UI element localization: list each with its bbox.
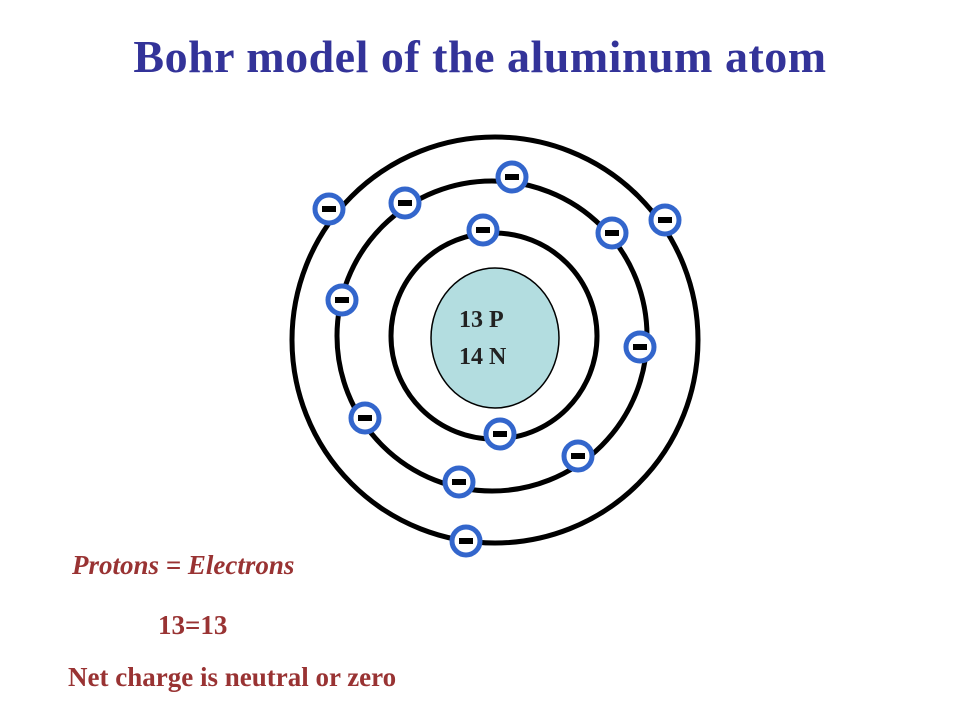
electron-shell-2 — [325, 283, 359, 317]
electron-shell-1 — [483, 417, 517, 451]
minus-icon — [459, 538, 473, 544]
minus-icon — [358, 415, 372, 421]
electron-shell-3 — [449, 524, 483, 558]
minus-icon — [633, 344, 647, 350]
page-title: Bohr model of the aluminum atom — [133, 31, 827, 82]
minus-icon — [658, 217, 672, 223]
minus-icon — [571, 453, 585, 459]
electron-shell-2 — [442, 465, 476, 499]
minus-icon — [335, 297, 349, 303]
minus-icon — [493, 431, 507, 437]
electron-shell-3 — [648, 203, 682, 237]
electron-shell-2 — [388, 186, 422, 220]
minus-icon — [398, 200, 412, 206]
charge-count-caption: 13=13 — [158, 610, 228, 640]
electron-shell-2 — [595, 216, 629, 250]
orbit-outer — [289, 134, 701, 546]
electron-shell-2 — [495, 160, 529, 194]
electron-shell-2 — [623, 330, 657, 364]
nucleus — [430, 267, 560, 409]
minus-icon — [452, 479, 466, 485]
minus-icon — [322, 206, 336, 212]
electrons-group — [312, 160, 682, 558]
net-charge-caption: Net charge is neutral or zero — [68, 662, 397, 692]
nucleus-protons-label: 13 P — [459, 307, 504, 333]
nucleus-neutrons-label: 14 N — [459, 344, 507, 370]
minus-icon — [605, 230, 619, 236]
electron-shell-2 — [348, 401, 382, 435]
minus-icon — [505, 174, 519, 180]
electron-shell-1 — [466, 213, 500, 247]
minus-icon — [476, 227, 490, 233]
protons-equals-electrons-caption: Protons = Electrons — [72, 550, 295, 580]
electron-shell-2 — [561, 439, 595, 473]
electron-shell-3 — [312, 192, 346, 226]
